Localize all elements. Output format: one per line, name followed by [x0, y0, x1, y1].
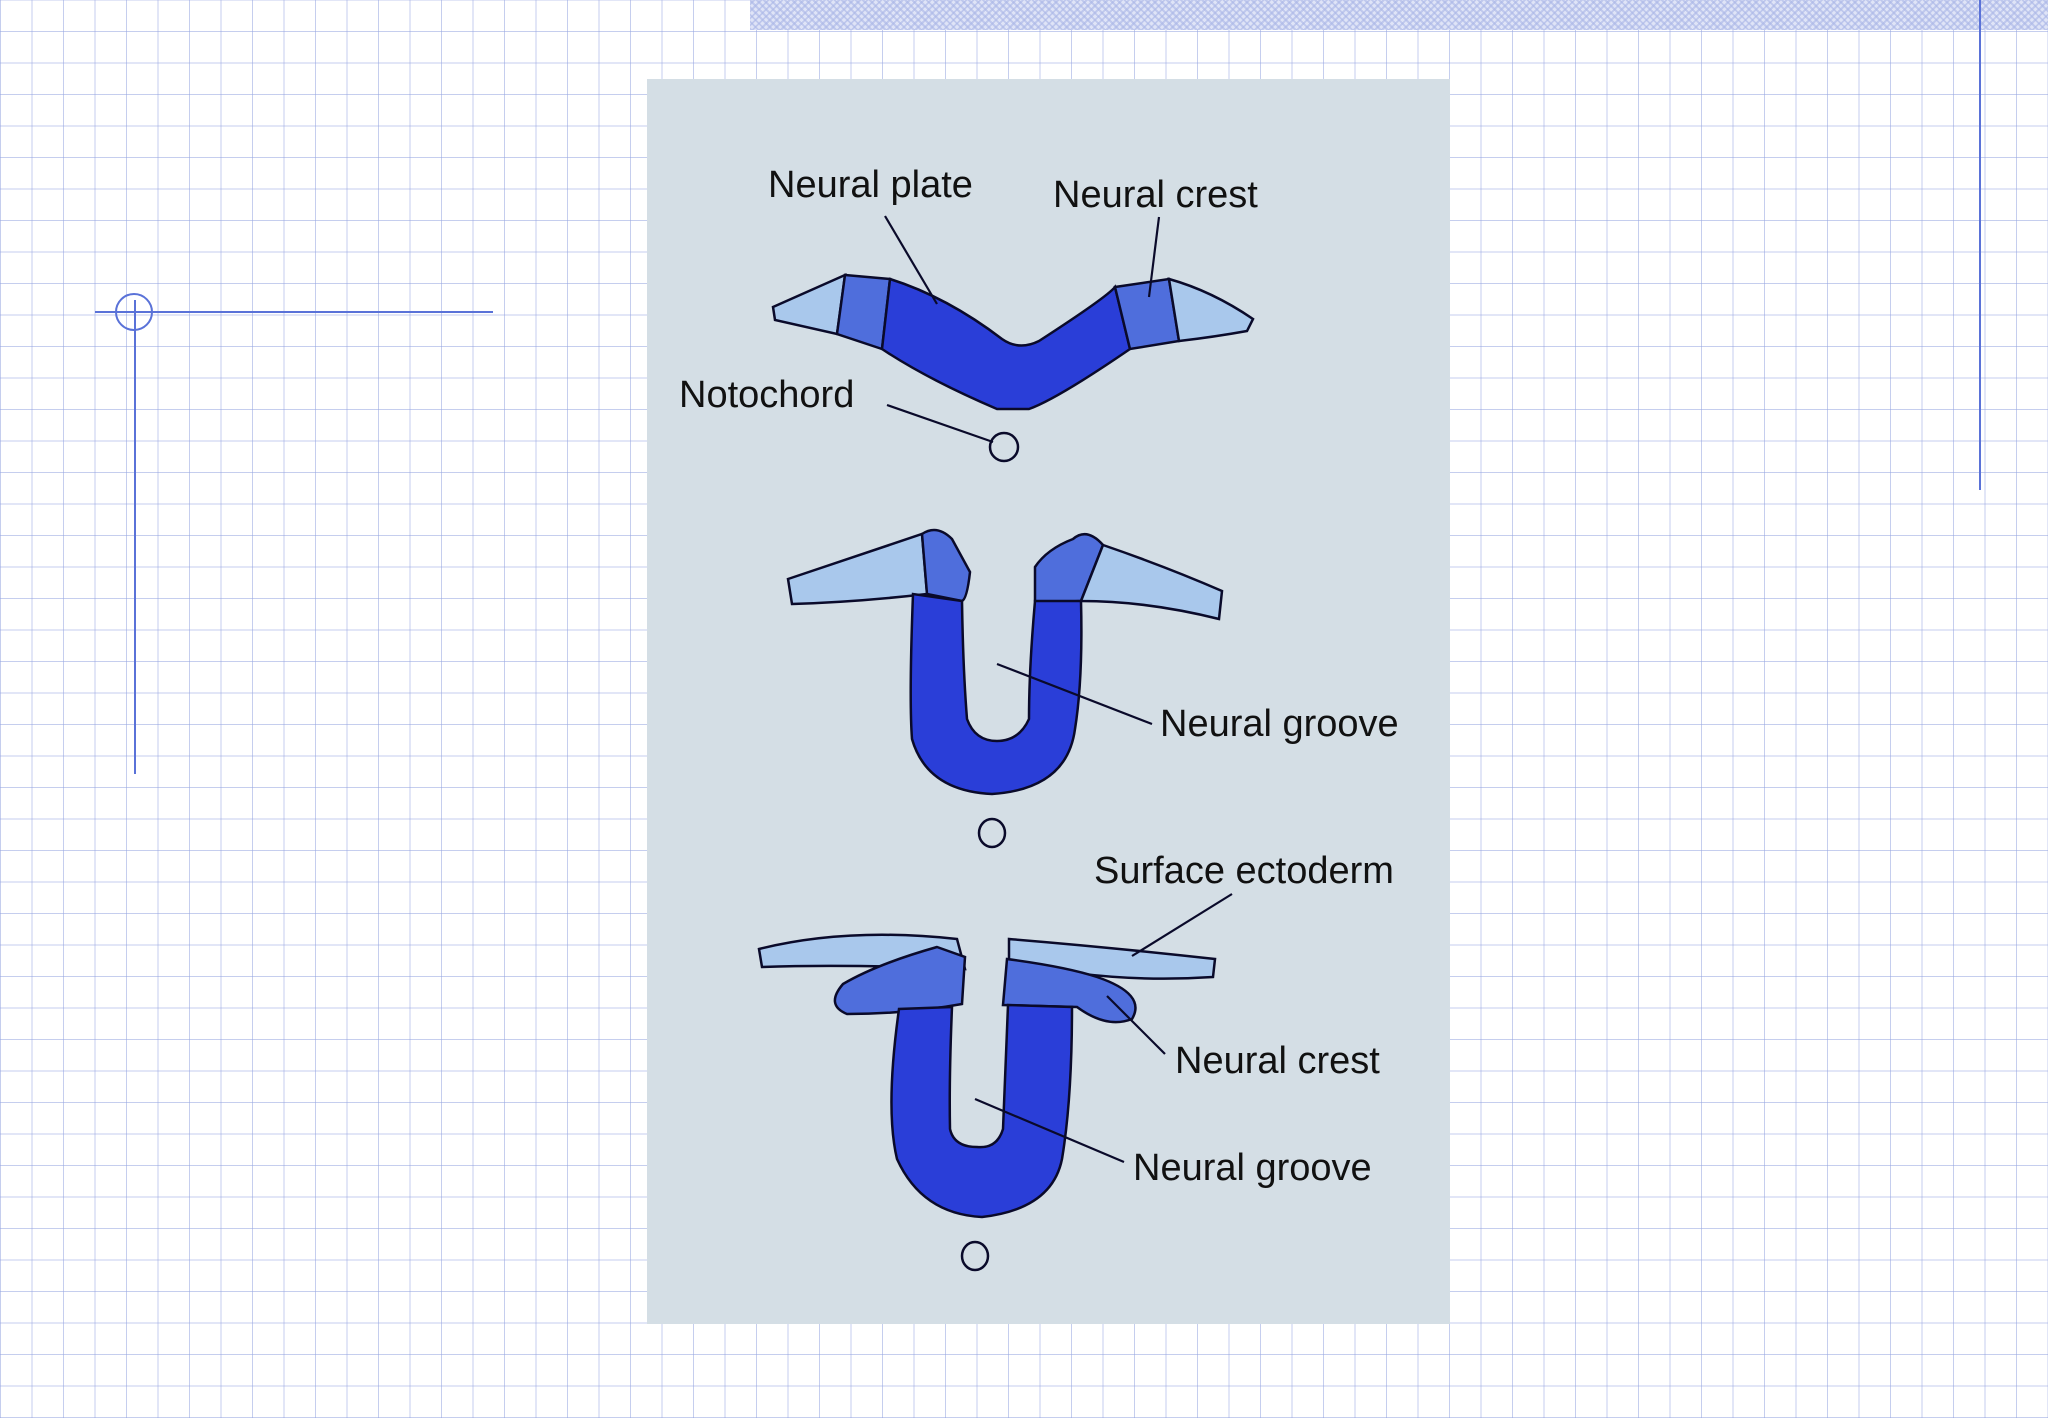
stage-neural-groove	[788, 530, 1222, 847]
stage3-notochord	[962, 1242, 988, 1270]
stage2-surface-ectoderm-left	[788, 534, 927, 604]
neural-tube-figure: Neural plate Neural crest Notochord Neur…	[647, 79, 1450, 1324]
stage2-surface-ectoderm-right	[1081, 545, 1222, 619]
stage-surface-ectoderm	[759, 935, 1215, 1270]
slide-top-band	[750, 0, 2048, 30]
stage1-surface-ectoderm-left	[773, 275, 845, 334]
label-neural-plate: Neural plate	[768, 164, 973, 206]
stage-neural-plate	[773, 275, 1253, 461]
slide-right-accent-line	[1979, 0, 1981, 490]
stage1-neural-plate	[882, 279, 1130, 409]
stage2-notochord	[979, 819, 1005, 847]
slide-decor-vertical-line	[134, 300, 136, 774]
label-neural-groove-middle: Neural groove	[1160, 703, 1399, 745]
label-surface-ectoderm: Surface ectoderm	[1094, 850, 1394, 892]
slide-decor-circle	[115, 293, 153, 331]
label-neural-groove-bottom: Neural groove	[1133, 1147, 1372, 1189]
label-notochord: Notochord	[679, 374, 854, 416]
leader-notochord	[887, 405, 993, 442]
stage2-neural-crest-left	[922, 530, 970, 601]
stage1-surface-ectoderm-right	[1169, 279, 1253, 341]
label-neural-crest-bottom: Neural crest	[1175, 1040, 1380, 1082]
stage3-neural-groove-tissue	[891, 1005, 1072, 1217]
label-neural-crest-top: Neural crest	[1053, 174, 1258, 216]
slide-decor-horizontal-line	[95, 311, 493, 313]
leader-surface-ectoderm	[1132, 894, 1232, 956]
stage1-notochord	[990, 433, 1018, 461]
stage2-neural-groove-tissue	[911, 594, 1082, 794]
neural-tube-diagram: Neural plate Neural crest Notochord Neur…	[647, 79, 1450, 1324]
